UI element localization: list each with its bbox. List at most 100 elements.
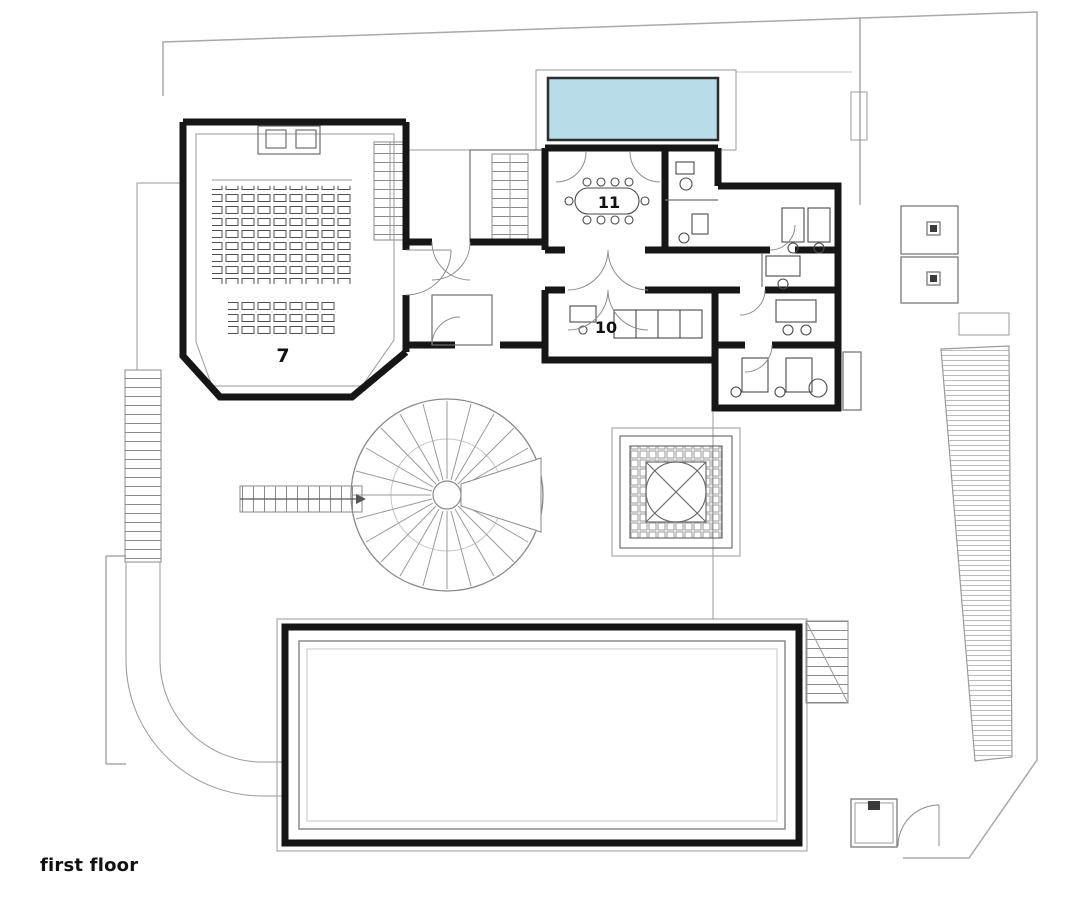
chair-icon [777, 278, 789, 290]
skylight [611, 427, 741, 557]
site-outline [162, 11, 1038, 859]
left-exterior-stair [124, 182, 183, 563]
desk [785, 357, 813, 393]
booth-equipment [295, 129, 317, 149]
pool-area [535, 69, 737, 151]
round-table [808, 378, 828, 398]
desk [569, 305, 597, 323]
skylight-outer [611, 427, 741, 557]
shaft-fill [930, 225, 937, 232]
ramp-hatch [940, 345, 1013, 762]
desk [775, 299, 817, 323]
side-stair-diagonal [805, 620, 849, 704]
door-arc [744, 344, 773, 373]
stair-direction-arrow-icon [356, 494, 366, 504]
shaft-icon [926, 271, 941, 286]
chair-icon [813, 242, 825, 254]
floor-caption: first floor [40, 855, 139, 876]
vestibule [431, 294, 493, 346]
skylight-mid [619, 435, 733, 549]
booth-equipment [265, 129, 287, 149]
utility-room-lower [900, 256, 959, 304]
desk [781, 207, 805, 243]
desk [807, 207, 831, 243]
chair-icon [800, 324, 812, 336]
utility-rooms [900, 205, 1010, 336]
door-arc [555, 151, 587, 183]
skylight-band-outer [629, 445, 723, 539]
skylight-circle [645, 461, 707, 523]
entry-kiosk [850, 798, 898, 848]
room-label-11: 11 [598, 193, 620, 212]
chair-icon [774, 386, 786, 398]
meeting-room-walls [541, 144, 722, 254]
conference-chairs [564, 177, 650, 225]
desk [741, 357, 769, 393]
fixture-icon [678, 232, 690, 244]
pool [546, 76, 720, 142]
chair-icon [782, 324, 794, 336]
curved-ramp [125, 562, 287, 797]
chair-icon [787, 242, 799, 254]
roof-opening [276, 412, 849, 852]
door-arc [567, 289, 609, 331]
walls [179, 118, 842, 412]
shaft-icon [926, 221, 941, 236]
roof-innermost-line [306, 648, 778, 822]
office-wing-walls [711, 182, 842, 412]
furniture [564, 161, 831, 398]
spiral-newel [432, 480, 462, 510]
shaft-fill [930, 275, 937, 282]
interior-partitions [431, 199, 862, 411]
exterior-entry [850, 798, 940, 848]
door-arc [405, 249, 452, 296]
seating-block-main [212, 186, 352, 284]
fixture [691, 213, 709, 235]
room-label-10: 10 [595, 318, 617, 337]
room-label-7: 7 [276, 345, 289, 367]
door-arc [567, 249, 609, 291]
duct-shaft [842, 351, 862, 411]
door-arc [739, 289, 766, 316]
roof-heavy-frame [281, 623, 803, 847]
lobby-walls [406, 238, 545, 349]
sink [675, 161, 695, 175]
site-niche [850, 91, 868, 141]
roof-inner-line [298, 640, 786, 830]
site-boundary [105, 11, 1038, 859]
spiral-staircase [350, 398, 544, 592]
door-arc [607, 289, 649, 331]
gate-door-arc [897, 804, 940, 847]
conference-table [574, 187, 640, 215]
ramp-sides [125, 562, 161, 660]
ramp-outer-arc [125, 659, 263, 797]
door-arc [431, 241, 471, 281]
projection-booth [257, 125, 321, 155]
ramp-inner-arc [159, 659, 263, 763]
kiosk-shaft-fill [868, 801, 880, 810]
spiral-landing-wedge [460, 457, 542, 533]
site-line-left [105, 555, 126, 765]
chair-icon [730, 386, 742, 398]
utility-box [958, 312, 1010, 336]
utility-room-upper [900, 205, 959, 255]
counter-dividers [635, 310, 681, 338]
workroom-walls [541, 286, 719, 364]
fixture-icon [679, 177, 693, 191]
building-stairwells [373, 141, 546, 243]
door-arc [629, 151, 661, 183]
door-arc [431, 316, 461, 346]
door-arc [431, 241, 471, 281]
door-swings [405, 151, 796, 373]
door-arc [607, 249, 649, 291]
skylight-cross [645, 461, 707, 523]
skylight-coffer-band [630, 446, 722, 538]
auditorium [195, 125, 395, 387]
door-arc [769, 224, 796, 251]
desk [765, 255, 801, 277]
stair-treads [124, 369, 162, 563]
terrace-edge-right [712, 412, 806, 620]
seating-block-rear [228, 300, 336, 338]
